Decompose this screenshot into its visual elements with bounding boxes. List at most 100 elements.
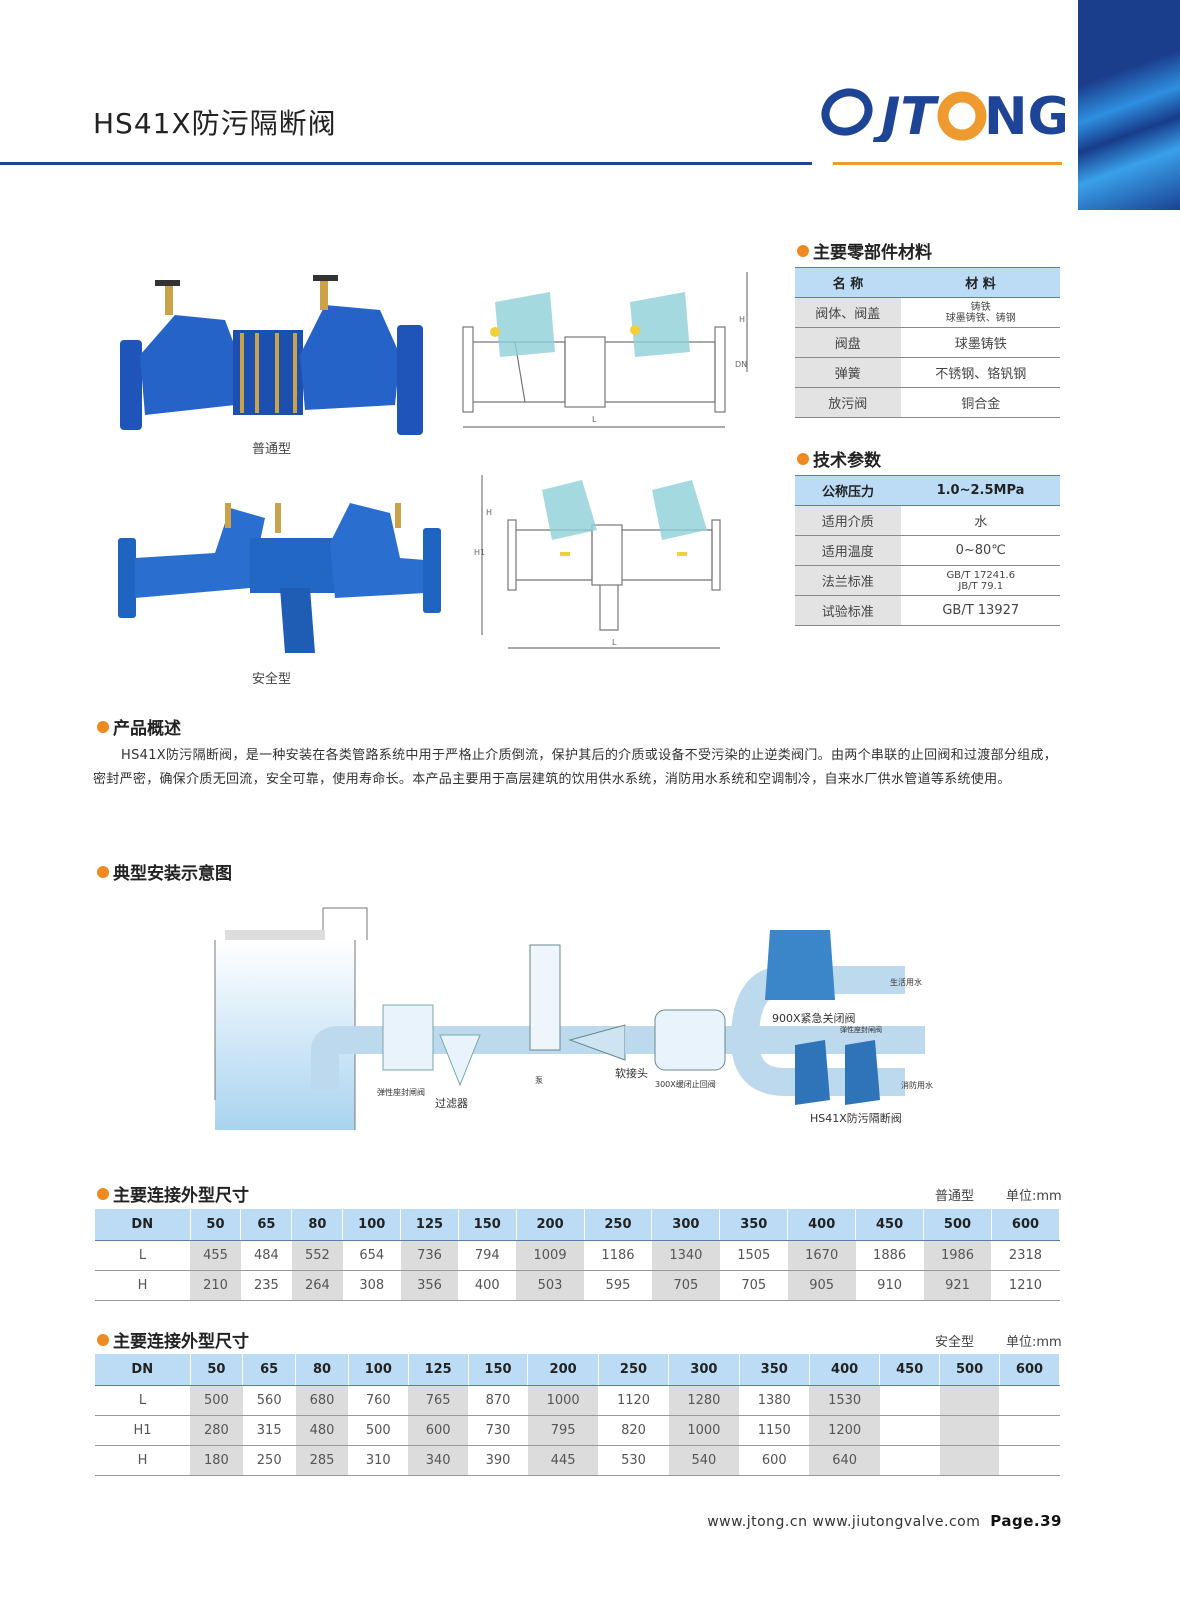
header-divider-blue <box>0 162 812 165</box>
svg-text:软接头: 软接头 <box>615 1066 648 1080</box>
page-number: Page.39 <box>990 1512 1062 1530</box>
row-value: 285 <box>295 1445 349 1476</box>
check-valve <box>654 1009 726 1071</box>
dim-safety-unit: 单位:mm <box>1006 1335 1062 1350</box>
row-value: 264 <box>291 1270 343 1301</box>
normal-type-label: 普通型 <box>252 442 292 457</box>
row-value: 1530 <box>809 1385 880 1416</box>
header-cell: 600 <box>991 1209 1061 1241</box>
row-value: 1505 <box>719 1240 788 1271</box>
table-row: 弹簧不锈钢、铬钒钢 <box>795 357 1060 388</box>
row-value: 484 <box>240 1240 292 1271</box>
row-value: 1986 <box>923 1240 992 1271</box>
table-row: 适用介质水 <box>795 505 1060 536</box>
row-label: L <box>95 1240 190 1271</box>
row-value: 503 <box>516 1270 585 1301</box>
row-value: 1886 <box>855 1240 924 1271</box>
row-value: 235 <box>240 1270 292 1301</box>
overview-text: HS41X防污隔断阀，是一种安装在各类管路系统中用于严格止介质倒流，保护其后的介… <box>93 748 1058 787</box>
row-value: 不锈钢、铬钒钢 <box>901 357 1060 388</box>
header-cell: 125 <box>408 1354 469 1386</box>
header-cell: 公称压力 <box>795 475 901 506</box>
header-cell: 80 <box>295 1354 349 1386</box>
header-cell: 350 <box>719 1209 789 1241</box>
row-value: 870 <box>468 1385 528 1416</box>
row-value: 1000 <box>527 1385 599 1416</box>
row-value: 1670 <box>787 1240 856 1271</box>
row-value: 310 <box>348 1445 409 1476</box>
safety-type-label: 安全型 <box>252 672 292 687</box>
row-value: 600 <box>739 1445 810 1476</box>
svg-text:弹性座封闸阀: 弹性座封闸阀 <box>840 1025 882 1034</box>
row-value: 1150 <box>739 1415 810 1446</box>
header-cell: 1.0~2.5MPa <box>901 475 1060 506</box>
row-value: 455 <box>190 1240 241 1271</box>
header-cell: 200 <box>516 1209 585 1241</box>
header-cell: 80 <box>291 1209 344 1241</box>
header-cell: 50 <box>190 1209 242 1241</box>
svg-text:H: H <box>486 508 492 517</box>
header-cell: 350 <box>739 1354 810 1386</box>
safety-type-valve-photo <box>118 503 441 653</box>
svg-text:L: L <box>612 638 617 647</box>
header-cell: 400 <box>787 1209 857 1241</box>
header-cell: 500 <box>939 1354 1000 1386</box>
row-value: 390 <box>468 1445 528 1476</box>
row-label: 法兰标准 <box>795 565 902 596</box>
header-cell: 500 <box>923 1209 992 1241</box>
row-value <box>879 1385 940 1416</box>
row-label: 弹簧 <box>795 357 902 388</box>
row-value <box>999 1445 1060 1476</box>
row-value <box>999 1385 1060 1416</box>
gate-valve <box>382 1004 434 1071</box>
table-row: 放污阀铜合金 <box>795 387 1060 418</box>
svg-text:弹性座封闸阀: 弹性座封闸阀 <box>377 1087 425 1097</box>
row-label: H <box>95 1270 190 1301</box>
row-value: 1186 <box>584 1240 652 1271</box>
footer: www.jtong.cn www.jiutongvalve.com Page.3… <box>707 1512 1062 1530</box>
bullet-icon <box>97 720 109 733</box>
bullet-icon <box>797 244 809 257</box>
svg-text:300X缓闭止回阀: 300X缓闭止回阀 <box>655 1079 716 1089</box>
row-value: 730 <box>468 1415 528 1446</box>
header-cell: 100 <box>342 1209 402 1241</box>
row-value: 400 <box>458 1270 517 1301</box>
row-value: 500 <box>348 1415 409 1446</box>
header-cell: 600 <box>999 1354 1061 1386</box>
row-value: 1210 <box>991 1270 1060 1301</box>
row-value: 530 <box>598 1445 669 1476</box>
header-cell: 250 <box>584 1209 653 1241</box>
install-heading: 典型安装示意图 <box>97 859 232 884</box>
row-value: 1120 <box>598 1385 669 1416</box>
row-value: 铸铁 球墨铸铁、铸钢 <box>901 297 1060 328</box>
row-value: 680 <box>295 1385 349 1416</box>
row-value: 1280 <box>668 1385 740 1416</box>
row-value: 280 <box>190 1415 243 1446</box>
row-value <box>939 1445 1000 1476</box>
row-value: 1340 <box>651 1240 720 1271</box>
table-header-row: 名 称材 料 <box>795 267 1060 298</box>
header-cell: 50 <box>190 1354 244 1386</box>
pump <box>529 944 561 1051</box>
svg-text:NG: NG <box>984 87 1065 142</box>
row-label: H1 <box>95 1415 190 1446</box>
header-cell: 65 <box>242 1354 297 1386</box>
header-cell: 450 <box>855 1209 925 1241</box>
normal-type-dimension-drawing: L H DN <box>462 272 748 428</box>
row-value: 552 <box>291 1240 343 1271</box>
dim-normal-type: 普通型 <box>935 1189 975 1204</box>
footer-urls: www.jtong.cn www.jiutongvalve.com <box>707 1514 981 1530</box>
jtong-logo: JT NG <box>821 87 1065 142</box>
row-value: 315 <box>242 1415 296 1446</box>
header-cell: 材 料 <box>901 267 1060 298</box>
header-cell: 300 <box>651 1209 721 1241</box>
